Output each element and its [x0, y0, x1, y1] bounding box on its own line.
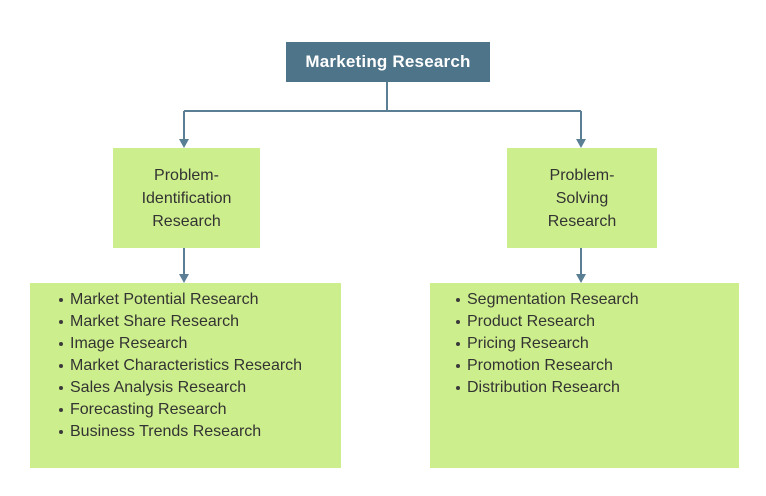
list-item: Pricing Research — [456, 333, 739, 355]
category-label-line: Solving — [555, 189, 609, 207]
category-label: Problem- Solving Research — [548, 164, 616, 233]
category-label-line: Identification — [141, 189, 232, 207]
list-item: Promotion Research — [456, 355, 739, 377]
bullet-list: Market Potential Research Market Share R… — [59, 289, 341, 443]
bullet-list: Segmentation Research Product Research P… — [456, 289, 739, 399]
category-node-problem-identification: Problem- Identification Research — [113, 148, 260, 248]
list-item: Image Research — [59, 333, 341, 355]
problem-identification-research-list: Market Potential Research Market Share R… — [30, 283, 341, 468]
problem-solving-research-list: Segmentation Research Product Research P… — [430, 283, 739, 468]
category-label-line: Research — [547, 212, 617, 230]
list-item: Business Trends Research — [59, 421, 341, 443]
right-arrowhead — [576, 139, 586, 148]
right-list-arrowhead — [576, 274, 586, 283]
list-item: Market Potential Research — [59, 289, 341, 311]
left-list-arrowhead — [179, 274, 189, 283]
left-arrowhead — [179, 139, 189, 148]
category-label-line: Research — [152, 212, 221, 230]
list-item: Product Research — [456, 311, 739, 333]
list-item: Segmentation Research — [456, 289, 739, 311]
list-item: Forecasting Research — [59, 399, 341, 421]
list-item: Market Share Research — [59, 311, 341, 333]
category-label-line: Problem- — [549, 166, 615, 184]
list-item: Distribution Research — [456, 377, 739, 399]
category-label-line: Problem- — [154, 166, 219, 184]
category-label: Problem- Identification Research — [142, 164, 232, 233]
category-node-problem-solving: Problem- Solving Research — [507, 148, 657, 248]
list-item: Market Characteristics Research — [59, 355, 341, 377]
root-label: Marketing Research — [305, 52, 471, 71]
root-node-marketing-research: Marketing Research — [286, 42, 490, 82]
list-item: Sales Analysis Research — [59, 377, 341, 399]
